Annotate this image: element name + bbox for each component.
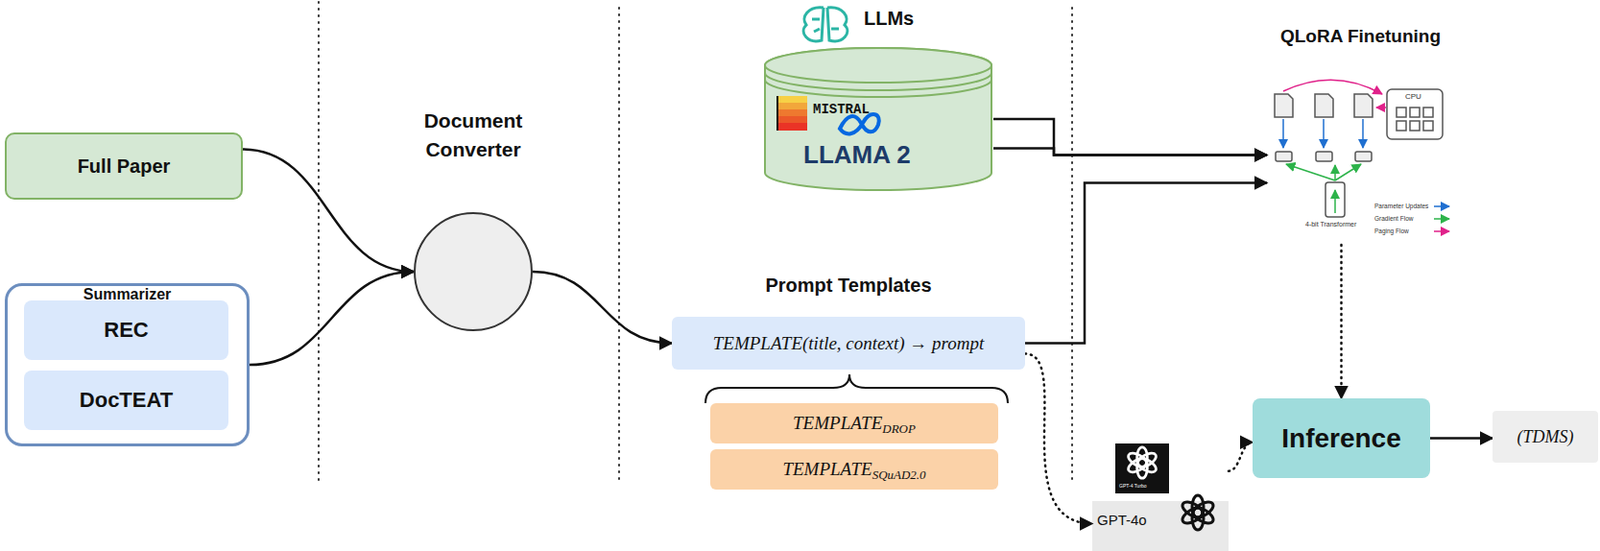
connector [242,149,414,273]
connector [1025,182,1267,343]
template-box: TEMPLATESQuAD2.0 [710,449,999,490]
node-label: DROP [882,421,916,437]
node-label: REC [103,317,148,343]
connector [1339,244,1343,399]
llm-cylinder: LLMsMISTRALLLAMA 2 [763,46,994,192]
legend-text: Paging Flow [1374,227,1409,235]
connector [532,271,672,344]
legend-text: Parameter Updates [1374,202,1429,210]
part-label: CPU [1405,92,1422,101]
converter-circle: Document Converter [413,212,533,332]
node-label: TEMPLATE(title, context) → prompt [713,333,985,355]
node-heading: Document Converter [396,106,550,166]
cylinder-shape [763,46,994,192]
connector [1025,354,1093,525]
prompt-box: Prompt TemplatesTEMPLATE(title, context)… [671,316,1026,370]
connector [249,271,414,365]
finetune-panel: QLoRA Finetuning [1266,81,1455,245]
qlora-illustration [1274,79,1450,232]
node-heading: Prompt Templates [765,274,932,297]
gpt-node: GPT-4o [1092,436,1229,551]
connector [1228,442,1253,472]
node-heading: QLoRA Finetuning [1280,25,1441,48]
node-label: LLMs [863,7,914,30]
gpt-logos [1092,443,1229,551]
inference-box: Inference [1252,398,1431,478]
node-label: GPT-4o [1097,511,1147,528]
part-label: 4-bit Transformer [1305,220,1357,228]
summarizer-group: SummarizerRECDocTEAT [4,283,250,447]
node-label: (TDMS) [1517,427,1575,448]
output-box: (TDMS) [1492,410,1599,463]
separator-lines [318,1,1073,480]
node-label: Inference [1281,423,1402,454]
legend-text: Gradient Flow [1374,214,1413,222]
node-label: TEMPLATE [792,412,883,434]
node-label: DocTEAT [79,387,173,413]
node-label: Full Paper [77,155,171,178]
connector [993,147,1267,155]
method-box: DocTEAT [23,370,229,430]
node-label: LLAMA 2 [803,140,911,170]
template-box: TEMPLATEDROP [710,403,999,444]
node-label: SQuAD2.0 [872,467,927,483]
brace [705,374,1008,404]
node-label: TEMPLATE [782,458,872,480]
connector [993,119,1267,156]
part-label: GPT-4 Turbo [1119,482,1147,489]
node-label: MISTRAL [812,101,870,118]
connector [1430,436,1493,440]
input-box: Full Paper [4,132,243,200]
brain-icon [803,7,848,42]
method-box: REC [23,300,229,360]
